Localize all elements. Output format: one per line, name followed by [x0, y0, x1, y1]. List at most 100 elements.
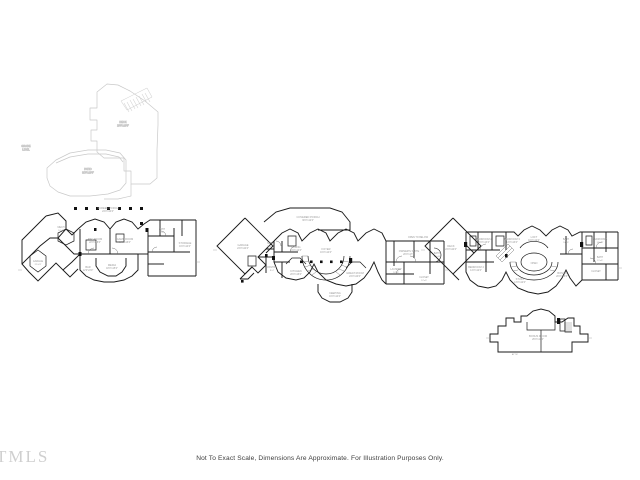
lower-dim-porch: 24'0"x14'0" — [102, 210, 114, 213]
bonus-closet — [559, 318, 566, 332]
main-label-keeping: KEEPING — [329, 291, 341, 295]
bonus-label-note: ATTIC — [512, 353, 519, 356]
main-dim-dining: 15'0"x14'0" — [290, 249, 302, 252]
main-bay-2 — [345, 261, 367, 269]
bonus-stair-treads — [566, 322, 572, 332]
main-garage-south-wall — [240, 272, 255, 280]
terrace-room-dimension: 20'0"x16'0" — [117, 124, 129, 127]
main-level-room-labels: COVERED PORCH 30'0"x12'0" GARAGE 24'0"x2… — [237, 215, 441, 298]
main-diagonal-garage-edge — [244, 217, 274, 254]
lower-level-solid-fills — [78, 228, 149, 256]
main-label-garage: GARAGE — [237, 243, 248, 247]
main-label-foyer: FOYER — [322, 247, 331, 251]
main-dim-bath: 14'x10' — [434, 256, 441, 258]
terrace-sketch-plan: DECK 20'0"x16'0" PATIO 32'0"x13'0" GRADE… — [21, 83, 159, 200]
lower-level-door-swings — [87, 230, 167, 255]
lower-dim-media: 18'0"x15'0" — [106, 267, 118, 270]
upper-dim-bath2: 10'x8' — [563, 242, 569, 244]
main-label-laundry: LAUNDRY — [390, 268, 402, 271]
main-dim-mud: 10'x7' — [267, 246, 273, 248]
main-dim-closet: 12'x9' — [421, 280, 427, 282]
lower-dim-storage: 16'0"x14'0" — [179, 245, 191, 248]
lower-angled-wing — [21, 212, 81, 282]
upper-rotunda-outer — [509, 261, 559, 281]
tmls-watermark: TMLS — [0, 447, 50, 466]
main-dim-garage: 24'0"x24'0" — [237, 247, 249, 250]
bonus-level-room-labels: BONUS ROOM 26'0"x18'0" ATTIC — [512, 334, 547, 356]
upper-south-wall — [465, 232, 583, 295]
disclaimer-text: Not To Exact Scale, Dimensions Are Appro… — [196, 455, 444, 462]
main-level-pier-row — [241, 260, 343, 283]
main-label-great: GREAT ROOM — [346, 271, 364, 275]
lower-dim-rec: 22'0"x18'0" — [89, 241, 101, 244]
lower-label-mech: MECH — [57, 226, 64, 229]
main-oval-tub — [433, 247, 442, 263]
lower-dim-mech: 10'x8' — [58, 230, 64, 232]
terrace-connector — [104, 184, 132, 200]
lower-label-media: MEDIA — [108, 263, 116, 267]
upper-label-study: STUDY — [516, 277, 525, 281]
main-stair-outer — [301, 255, 351, 281]
pier-marker-row — [74, 207, 143, 225]
upper-rotunda-north-arc — [519, 241, 549, 249]
lower-dim-bath: 9'x7' — [160, 232, 165, 234]
upper-dim-bonus: 20'0"x15'0" — [556, 275, 568, 278]
main-dim-keeping: 16'0"x14'0" — [329, 295, 341, 298]
upper-label-closet2: CLOSET — [591, 270, 601, 273]
upper-label-bed2: BEDROOM 2 — [476, 237, 492, 241]
pier-marker-corner — [140, 222, 143, 225]
upper-closet-3 — [585, 235, 593, 246]
main-north-porch — [263, 207, 351, 231]
main-stair-inner — [307, 255, 345, 275]
main-north-wall — [273, 228, 444, 242]
upper-dim-bath3: 11'x8' — [597, 260, 603, 262]
main-dim-pantry: 9'x7' — [270, 270, 275, 272]
main-bay-1 — [285, 257, 307, 265]
main-label-pantry: PANTRY — [267, 266, 277, 269]
lower-small-room — [85, 239, 97, 251]
upper-rotunda-well — [520, 252, 548, 272]
terrace-side-label: GRADE — [21, 144, 30, 148]
lower-label-garage: GARAGE — [33, 260, 44, 263]
upper-label-bed3: BEDROOM 3 — [504, 237, 520, 241]
upper-label-open: OPEN — [531, 262, 538, 265]
upper-dim-bed2: 15'0"x13'0" — [478, 241, 490, 244]
main-label-porch: COVERED PORCH — [297, 215, 320, 219]
main-south-bay — [317, 284, 353, 303]
main-level-plan — [216, 207, 445, 303]
main-pier-isolated — [241, 280, 244, 283]
main-label-upper: OPEN TO BELOW — [408, 236, 429, 239]
upper-rotunda-inner — [515, 261, 553, 276]
upper-diagonal-garage-edge — [452, 217, 482, 254]
main-dim-laundry: 10'x8' — [393, 272, 399, 274]
upper-stair-treads — [510, 261, 558, 272]
upper-garage-south — [452, 273, 460, 281]
bonus-level-solid-fills — [557, 318, 560, 324]
upper-dim-bed5: 14'x12' — [597, 242, 604, 244]
upper-label-bed5: BEDROOM 5 — [593, 238, 608, 241]
upper-label-bath3: BATH — [597, 256, 603, 259]
terrace-upper-outline — [89, 83, 159, 185]
lower-label-rec: REC ROOM — [88, 237, 102, 241]
upper-dim-loft: 16'0"x12'0" — [528, 239, 540, 242]
main-stair-treads — [302, 255, 350, 276]
upper-dim-bed4: 14'0"x12'0" — [470, 269, 482, 272]
terrace-room-label: DECK — [119, 120, 126, 124]
lower-label-bath: BATH — [159, 228, 165, 231]
bonus-label-room: BONUS ROOM — [529, 334, 547, 338]
lower-angled-wing-south — [62, 268, 79, 278]
upper-level-plan — [424, 217, 619, 295]
upper-label-loft: LOFT — [531, 235, 538, 239]
main-diagonal-garage — [216, 217, 275, 275]
lower-angled-wing-inner — [57, 237, 80, 255]
lower-label-bar: BAR — [85, 265, 90, 269]
terrace-side-sublabel: LEVEL — [22, 148, 30, 151]
lower-closet — [115, 233, 125, 243]
lower-label-storage: STORAGE — [179, 241, 192, 245]
lower-dim-game: 19'0"x16'0" — [119, 241, 131, 244]
upper-label-deck: DECK — [447, 244, 454, 248]
terrace-lower-inner-edge — [55, 153, 124, 164]
main-dim-kitchen: 20'0"x16'0" — [290, 273, 302, 276]
